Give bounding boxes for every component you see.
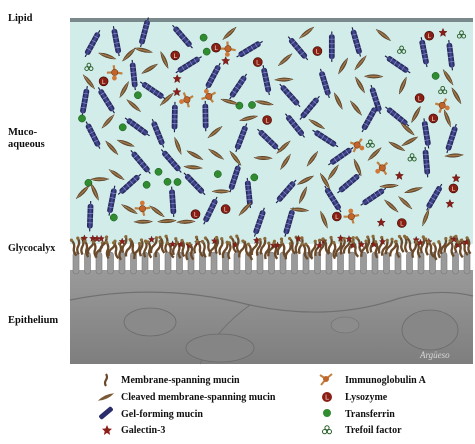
transferrin (134, 92, 141, 99)
glycocalyx-label: Glycocalyx (8, 243, 70, 255)
transferrin (110, 214, 117, 221)
lysozyme (449, 184, 458, 193)
microvillus (211, 252, 217, 274)
transferrin (248, 101, 255, 108)
transferrin (214, 171, 221, 178)
epithelium-label: Epithelium (8, 315, 70, 327)
cell-nucleus (331, 317, 359, 333)
gel-forming-mucin-icon (96, 406, 116, 420)
microvillus (165, 252, 171, 274)
lysozyme (313, 47, 322, 56)
legend-membrane-spanning-mucin: Membrane-spanning mucin (121, 375, 240, 387)
microvillus (326, 252, 332, 274)
lysozyme (253, 58, 262, 67)
lysozyme-icon: L (319, 390, 335, 404)
lysozyme (425, 31, 434, 40)
membrane-spanning-mucin-icon (98, 373, 114, 387)
transferrin-icon (319, 406, 335, 420)
legend-immunoglobulin: Immunoglobulin A (345, 375, 426, 387)
microvillus (338, 252, 344, 274)
cell-nucleus (186, 334, 254, 362)
transferrin (85, 179, 92, 186)
transferrin (143, 181, 150, 188)
transferrin (119, 124, 126, 131)
lysozyme (221, 205, 230, 214)
lysozyme (99, 77, 108, 86)
legend-trefoil: Trefoil factor (345, 425, 402, 437)
microvillus (292, 252, 298, 274)
lysozyme (415, 94, 424, 103)
gel-forming-mucin (202, 101, 208, 131)
gel-forming-mucin (87, 201, 94, 232)
microvilli (73, 252, 470, 274)
lysozyme (171, 51, 180, 60)
legend-gel-forming-mucin: Gel-forming mucin (121, 409, 203, 421)
transferrin (164, 178, 171, 185)
microvillus (441, 252, 447, 274)
cell-nucleus (402, 310, 458, 350)
cleaved-mucin-icon (96, 390, 116, 404)
transferrin (203, 48, 210, 55)
legend-lysozyme: Lysozyme (345, 392, 387, 404)
muco-aqueous-label: Muco- aqueous (8, 127, 70, 151)
transferrin (200, 34, 207, 41)
artist-signature: Argüeso (420, 350, 450, 360)
transferrin (155, 168, 162, 175)
transferrin (432, 72, 439, 79)
lysozyme (212, 43, 221, 52)
legend-transferrin: Transferrin (345, 409, 395, 421)
legend-cleaved-mucin: Cleaved membrane-spanning mucin (121, 392, 275, 404)
lysozyme (191, 210, 200, 219)
transferrin (251, 174, 258, 181)
microvillus (349, 252, 355, 274)
svg-text:L: L (325, 394, 329, 402)
cell-nucleus (124, 308, 176, 336)
lysozyme (429, 114, 438, 123)
legend-galectin: Galectin-3 (121, 425, 165, 437)
lysozyme (397, 219, 406, 228)
lysozyme (263, 116, 272, 125)
membrane-spanning-mucin (228, 241, 232, 259)
galectin-icon (99, 423, 115, 437)
immunoglobulin-icon (318, 372, 334, 386)
lipid-label: Lipid (8, 13, 70, 25)
transferrin (78, 115, 85, 122)
trefoil-icon (319, 423, 335, 437)
gel-forming-mucin (329, 32, 335, 62)
microvillus (384, 252, 390, 274)
lysozyme (332, 212, 341, 221)
lipid-layer (70, 18, 473, 22)
gel-forming-mucin (172, 102, 178, 132)
transferrin (174, 178, 181, 185)
